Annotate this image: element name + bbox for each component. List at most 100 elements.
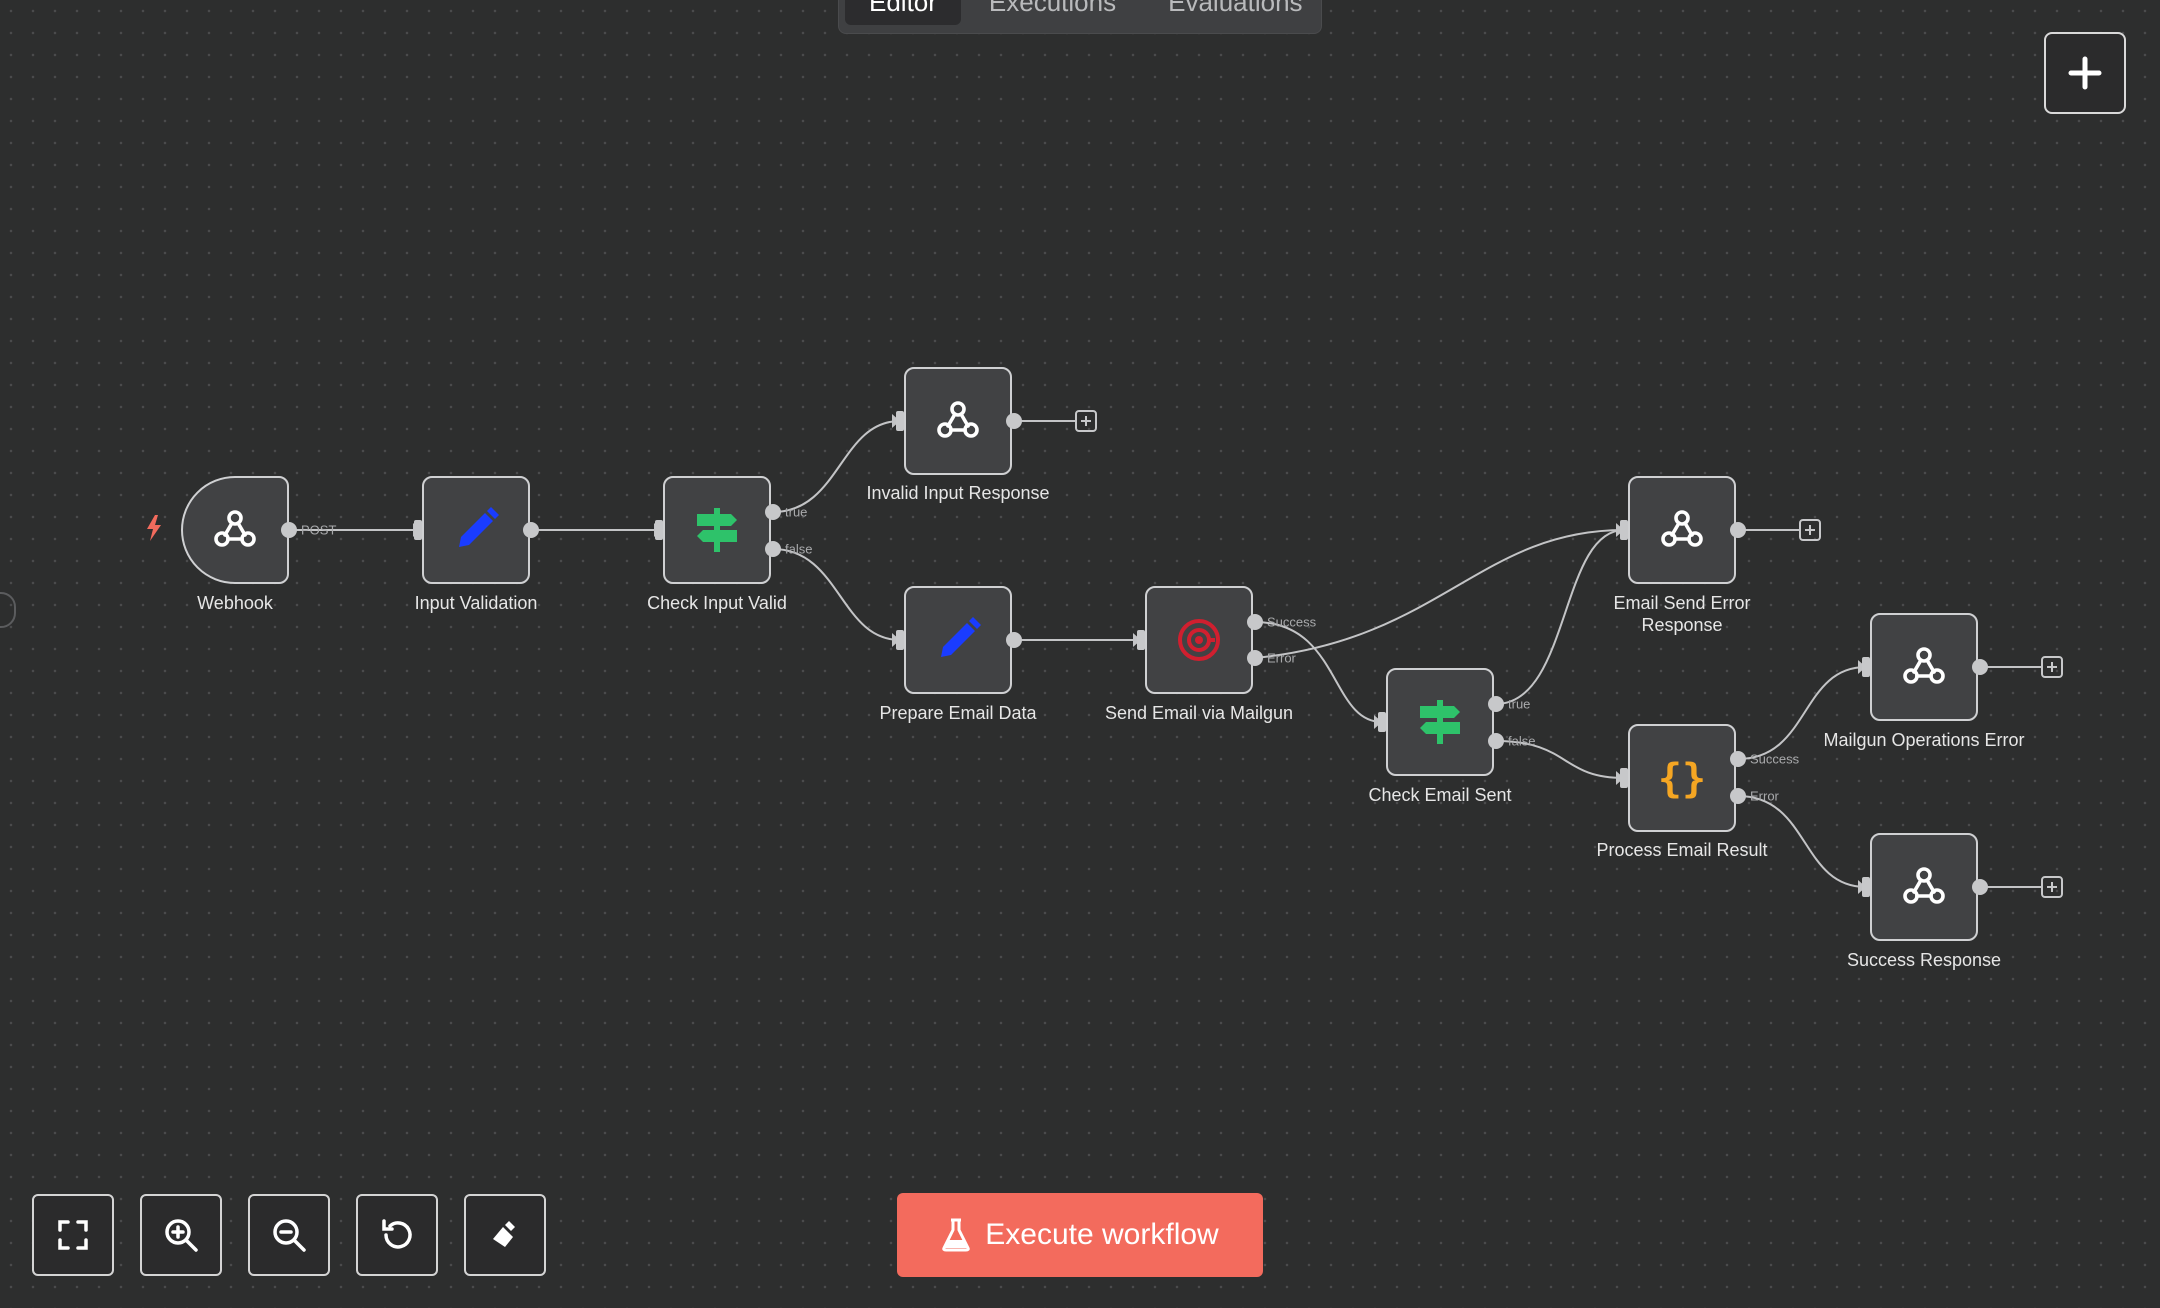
tab-evaluations[interactable]: Evaluations — [1168, 0, 1303, 17]
port-label-error: Error — [1750, 788, 1779, 804]
signpost-icon — [1420, 700, 1460, 744]
add-next-node-button[interactable] — [2041, 876, 2063, 898]
webhook-icon — [214, 510, 256, 547]
input-port[interactable] — [1620, 520, 1628, 540]
trigger-bolt-icon — [147, 515, 161, 541]
output-port[interactable] — [1006, 632, 1022, 648]
node-label-email-send-error-response: Email Send Error Response — [1613, 593, 1751, 635]
execute-workflow-label: Execute workflow — [985, 1218, 1219, 1251]
port-label-true: true — [1508, 696, 1531, 712]
svg-text:{}: {} — [1658, 756, 1706, 802]
node-label-input-validation: Input Validation — [414, 593, 538, 613]
edge-true-email-send-error — [1495, 529, 1625, 705]
node-label-check-input-valid: Check Input Valid — [647, 593, 787, 613]
node-label-invalid-input-response: Invalid Input Response — [866, 483, 1050, 503]
add-next-node-button[interactable] — [2041, 656, 2063, 678]
plus-icon — [1805, 525, 1815, 535]
input-port[interactable] — [1378, 712, 1386, 732]
node-email-send-error-response[interactable] — [1628, 476, 1736, 584]
edge-error-success-response — [1737, 795, 1867, 888]
plus-icon — [2047, 662, 2057, 672]
zoom-in-button[interactable] — [140, 1194, 222, 1276]
fit-view-button[interactable] — [32, 1194, 114, 1276]
node-invalid-input-response[interactable] — [904, 367, 1012, 475]
output-port-success[interactable] — [1247, 614, 1263, 630]
node-mailgun-operations-error[interactable] — [1870, 613, 1978, 721]
edge-false-process-email — [1495, 740, 1625, 779]
output-port-error[interactable] — [1247, 650, 1263, 666]
view-tabs: Editor Executions Evaluations — [838, 0, 1322, 34]
edge-true-invalid-response — [772, 420, 901, 513]
node-send-email-mailgun[interactable] — [1145, 586, 1253, 694]
output-port[interactable] — [1972, 659, 1988, 675]
webhook-icon — [937, 401, 979, 438]
input-port[interactable] — [896, 630, 904, 650]
tab-editor[interactable]: Editor — [845, 0, 961, 25]
output-port-error[interactable] — [1730, 788, 1746, 804]
edge-error-email-send-error — [1254, 529, 1625, 659]
port-label-success: Success — [1750, 751, 1800, 767]
output-port[interactable] — [1006, 413, 1022, 429]
execute-workflow-button[interactable]: Execute workflow — [897, 1193, 1263, 1277]
edge-success-check-email — [1254, 621, 1383, 723]
plus-icon — [2047, 882, 2057, 892]
output-port-true[interactable] — [1488, 696, 1504, 712]
add-node-button[interactable] — [2044, 32, 2126, 114]
output-port-false[interactable] — [1488, 733, 1504, 749]
node-label-check-email-sent: Check Email Sent — [1368, 785, 1512, 805]
pencil-icon — [459, 507, 499, 547]
input-port[interactable] — [655, 520, 663, 540]
output-port-success[interactable] — [1730, 751, 1746, 767]
zoom-out-button[interactable] — [248, 1194, 330, 1276]
input-port[interactable] — [1137, 630, 1145, 650]
mailgun-icon — [1178, 619, 1220, 661]
output-port[interactable] — [281, 522, 297, 538]
plus-icon — [1081, 416, 1091, 426]
node-input-validation[interactable] — [422, 476, 530, 584]
node-prepare-email-data[interactable] — [904, 586, 1012, 694]
add-next-node-button[interactable] — [1799, 519, 1821, 541]
webhook-icon — [1903, 647, 1945, 684]
tidy-up-button[interactable] — [464, 1194, 546, 1276]
output-port[interactable] — [523, 522, 539, 538]
tab-executions[interactable]: Executions — [988, 0, 1117, 17]
input-port[interactable] — [1620, 768, 1628, 788]
webhook-icon — [1661, 510, 1703, 547]
input-port[interactable] — [896, 411, 904, 431]
code-braces-icon: {} — [1658, 756, 1706, 802]
fit-view-icon — [58, 1220, 88, 1250]
node-webhook[interactable] — [181, 476, 289, 584]
input-port[interactable] — [1862, 657, 1870, 677]
port-label-false: false — [1508, 733, 1536, 749]
node-label-send-email-mailgun: Send Email via Mailgun — [1104, 703, 1294, 723]
output-port[interactable] — [1730, 522, 1746, 538]
pencil-icon — [941, 617, 981, 657]
signpost-icon — [697, 508, 737, 552]
node-check-input-valid[interactable] — [663, 476, 771, 584]
output-port-true[interactable] — [765, 504, 781, 520]
node-process-email-result[interactable]: {} — [1628, 724, 1736, 832]
port-label-false: false — [785, 541, 813, 557]
node-label-success-response: Success Response — [1846, 950, 2002, 970]
zoom-out-icon — [273, 1219, 306, 1252]
node-label-webhook: Webhook — [197, 593, 273, 613]
plus-icon — [2068, 56, 2102, 90]
add-next-node-button[interactable] — [1075, 410, 1097, 432]
edge-false-prepare-email — [772, 548, 901, 641]
webhook-icon — [1903, 867, 1945, 904]
node-label-mailgun-operations-error: Mailgun Operations Error — [1823, 730, 2025, 750]
node-success-response[interactable] — [1870, 833, 1978, 941]
port-label-true: true — [785, 504, 808, 520]
output-port-false[interactable] — [765, 541, 781, 557]
output-port[interactable] — [1972, 879, 1988, 895]
flask-icon — [942, 1218, 971, 1252]
port-label-post: POST — [301, 522, 337, 538]
input-port[interactable] — [1862, 877, 1870, 897]
reset-zoom-button[interactable] — [356, 1194, 438, 1276]
node-check-email-sent[interactable] — [1386, 668, 1494, 776]
node-label-process-email-result: Process Email Result — [1596, 840, 1768, 860]
broom-icon — [493, 1221, 515, 1247]
input-port[interactable] — [414, 520, 422, 540]
